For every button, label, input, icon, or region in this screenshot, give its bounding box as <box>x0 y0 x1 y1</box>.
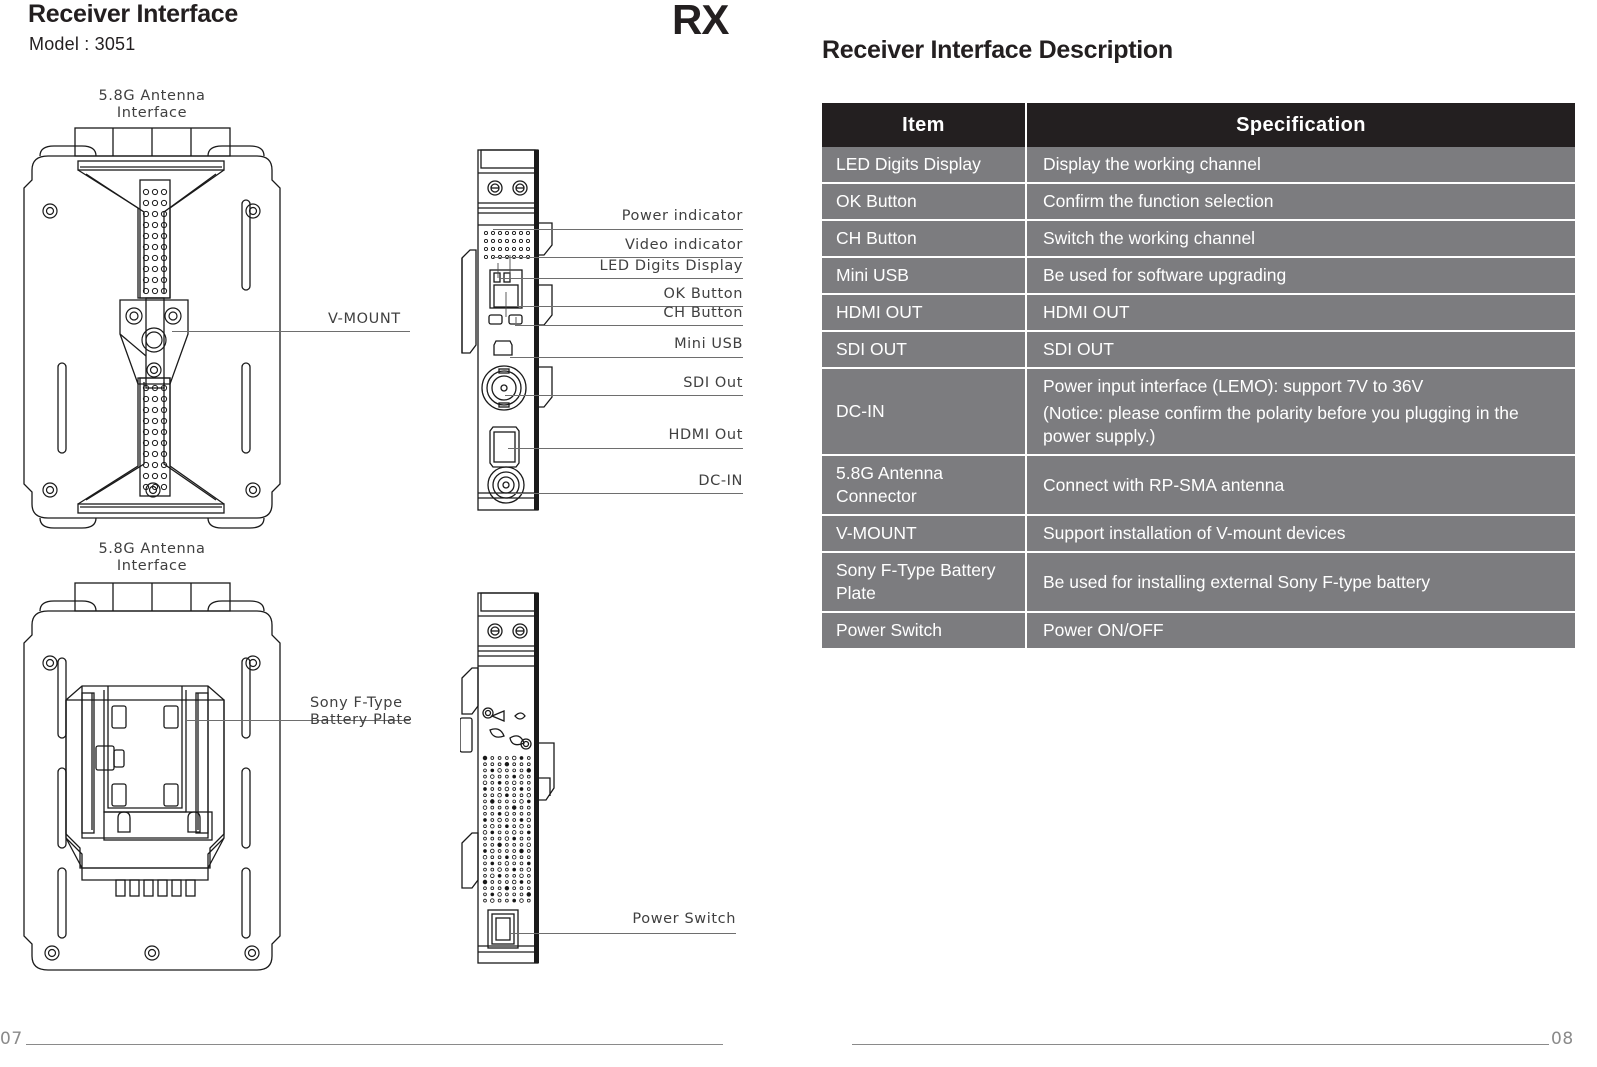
receiver-front-view-bottom-svg <box>23 582 281 971</box>
table-row: CH Button Switch the working channel <box>822 221 1575 258</box>
front-view-bottom-diagram: 5.8G Antenna Interface <box>20 538 440 978</box>
rx-badge: RX <box>672 0 729 43</box>
table-row: DC-IN Power input interface (LEMO): suppo… <box>822 369 1575 456</box>
callout-led-digits-display: LED Digits Display <box>599 258 743 274</box>
callout-dc-in: DC-IN <box>698 473 743 489</box>
callout-power-switch: Power Switch <box>632 911 736 927</box>
callout-leader-hdmi-out <box>508 448 743 449</box>
callout-sdi-out: SDI Out <box>683 375 743 391</box>
specification-line: Power input interface (LEMO): support 7V… <box>1043 376 1424 396</box>
specification-line: Be used for installing external Sony F-t… <box>1043 571 1431 592</box>
specification-line: Display the working channel <box>1043 154 1261 174</box>
table-header-specification: Specification <box>1027 103 1575 147</box>
table-cell-specification: Connect with RP-SMA antenna <box>1027 456 1575 516</box>
table-cell-specification: Support installation of V-mount devices <box>1027 516 1575 553</box>
table-cell-item: SDI OUT <box>822 332 1027 369</box>
table-cell-specification: SDI OUT <box>1027 332 1575 369</box>
table-cell-specification: Be used for software upgrading <box>1027 258 1575 295</box>
antenna-label-b-line1: 5.8G Antenna <box>98 541 206 557</box>
specification-line: Power ON/OFF <box>1043 620 1164 640</box>
antenna-interface-label-bottom: 5.8G Antenna Interface <box>42 541 262 575</box>
battery-plate-leader-line <box>185 720 410 721</box>
callout-video-indicator: Video indicator <box>624 237 743 253</box>
table-cell-item: OK Button <box>822 184 1027 221</box>
callout-leader-power-indicator <box>493 229 743 230</box>
receiver-interface-description-table: Item Specification LED Digits Display Dis… <box>822 103 1575 648</box>
table-cell-item: Mini USB <box>822 258 1027 295</box>
front-view-top-diagram: 5.8G Antenna Interface <box>20 88 440 538</box>
callout-leader-ch-button <box>515 325 743 326</box>
antenna-interface-label-top: 5.8G Antenna Interface <box>42 88 262 122</box>
folio-rule-right <box>852 1044 1549 1045</box>
description-title: Receiver Interface Description <box>822 36 1173 64</box>
table-cell-item: HDMI OUT <box>822 295 1027 332</box>
callout-ch-button: CH Button <box>663 305 743 321</box>
table-cell-specification: Display the working channel <box>1027 147 1575 184</box>
table-header-item: Item <box>822 103 1027 147</box>
specification-line: Be used for software upgrading <box>1043 265 1287 285</box>
specification-line: SDI OUT <box>1043 339 1114 359</box>
side-view-bottom-diagram: Power Switch <box>455 588 755 973</box>
table-cell-item: LED Digits Display <box>822 147 1027 184</box>
page-title: Receiver Interface <box>28 0 239 28</box>
callout-leader-power-switch <box>511 933 736 934</box>
table-cell-item: V-MOUNT <box>822 516 1027 553</box>
folio-left: 07 <box>0 1029 23 1049</box>
specification-line: Confirm the function selection <box>1043 191 1274 211</box>
table-cell-item: Sony F-Type Battery Plate <box>822 553 1027 613</box>
table-cell-specification: Confirm the function selection <box>1027 184 1575 221</box>
table-cell-item: DC-IN <box>822 369 1027 456</box>
battery-label-line2: Battery Plate <box>310 712 413 728</box>
callout-leader-dc-in <box>507 493 743 494</box>
table-row: OK Button Confirm the function selection <box>822 184 1575 221</box>
table-row: Mini USB Be used for software upgrading <box>822 258 1575 295</box>
specification-line: (Notice: please confirm the polarity bef… <box>1043 403 1519 446</box>
table-row: 5.8G Antenna Connector Connect with RP-SM… <box>822 456 1575 516</box>
specification-line: Support installation of V-mount devices <box>1043 523 1346 543</box>
folio-rule-left <box>26 1044 723 1045</box>
table-cell-specification: HDMI OUT <box>1027 295 1575 332</box>
specification-line: Connect with RP-SMA antenna <box>1043 474 1285 495</box>
vmount-label: V-MOUNT <box>328 311 401 327</box>
table-row: V-MOUNT Support installation of V-mount d… <box>822 516 1575 553</box>
battery-label-line1: Sony F-Type <box>310 695 403 711</box>
table-row: LED Digits Display Display the working ch… <box>822 147 1575 184</box>
table-cell-specification: Be used for installing external Sony F-t… <box>1027 553 1575 613</box>
battery-plate-label: Sony F-Type Battery Plate <box>310 695 412 729</box>
callout-mini-usb: Mini USB <box>674 336 743 352</box>
receiver-front-view-top-svg <box>23 127 281 529</box>
callout-leader-video-indicator <box>493 257 743 258</box>
side-view-top-diagram: Power indicator Video indicator LED Digi… <box>455 145 755 525</box>
table-cell-item: Power Switch <box>822 613 1027 648</box>
table-cell-specification: Power ON/OFF <box>1027 613 1575 648</box>
antenna-label-line1: 5.8G Antenna <box>98 88 206 104</box>
folio-right: 08 <box>1551 1029 1574 1049</box>
table-row: HDMI OUT HDMI OUT <box>822 295 1575 332</box>
receiver-side-view-bottom-svg <box>460 592 555 964</box>
table-row: SDI OUT SDI OUT <box>822 332 1575 369</box>
callout-leader-ok-button <box>510 306 743 307</box>
callout-leader-sdi-out <box>505 395 743 396</box>
table-row: Power Switch Power ON/OFF <box>822 613 1575 648</box>
callout-power-indicator: Power indicator <box>621 208 743 224</box>
receiver-side-view-top-svg <box>461 149 553 511</box>
table-cell-specification: Power input interface (LEMO): support 7V… <box>1027 369 1575 456</box>
callout-hdmi-out: HDMI Out <box>668 427 743 443</box>
table-cell-item: 5.8G Antenna Connector <box>822 456 1027 516</box>
model-number: Model : 3051 <box>29 34 136 54</box>
callout-leader-led-digits-display <box>500 278 743 279</box>
callout-leader-mini-usb <box>510 357 743 358</box>
vmount-leader-line <box>172 331 410 332</box>
callout-ok-button: OK Button <box>663 286 743 302</box>
table-cell-specification: Switch the working channel <box>1027 221 1575 258</box>
table-row: Sony F-Type Battery Plate Be used for ins… <box>822 553 1575 613</box>
table-cell-item: CH Button <box>822 221 1027 258</box>
table-header-row: Item Specification <box>822 103 1575 147</box>
antenna-label-b-line2: Interface <box>116 558 188 574</box>
antenna-label-line2: Interface <box>116 105 188 121</box>
specification-line: HDMI OUT <box>1043 302 1130 322</box>
specification-line: Switch the working channel <box>1043 228 1256 248</box>
